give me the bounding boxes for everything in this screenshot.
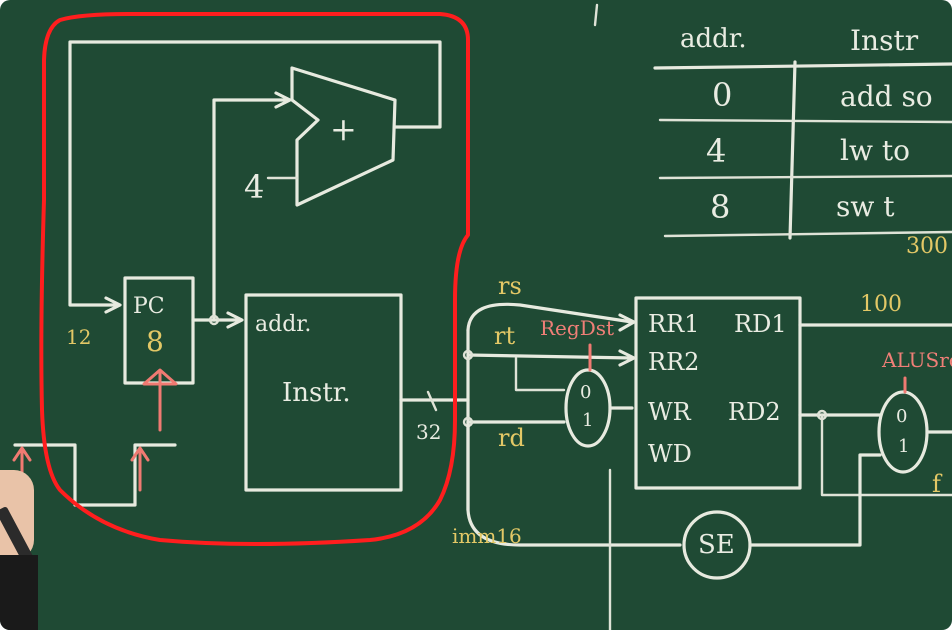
rd2-branch: [820, 413, 952, 497]
red-highlight-outline: [39, 12, 470, 546]
rf-wd-label: WD: [648, 440, 692, 468]
rd-label: rd: [498, 424, 525, 452]
imm-label: imm16: [452, 524, 522, 548]
top-tick: [593, 3, 599, 27]
rt-junction-dot: [462, 349, 474, 361]
pc-feedback-wire: [68, 40, 442, 307]
rd1-note-label: 100: [860, 292, 902, 317]
table-row-addr: 4: [706, 132, 727, 170]
rt-to-mux-wire: [514, 356, 566, 392]
table-header-rule: [653, 62, 952, 70]
table-header-instr: Instr: [850, 24, 919, 57]
imem-addr-label: addr.: [255, 312, 312, 337]
pc-junction-dot: [208, 314, 220, 326]
adder-plus-label: +: [330, 110, 357, 148]
clock-waveform: [13, 443, 177, 507]
imm-wire: [466, 420, 682, 547]
regdst-label: RegDst: [540, 316, 615, 340]
pc-to-adder-arrowhead: [274, 91, 292, 109]
rt-arrowhead: [618, 349, 636, 367]
se-to-mux-wire: [748, 453, 882, 547]
rt-wire: [466, 353, 634, 360]
rs-wire: [466, 302, 634, 332]
mux1-top-label: 0: [580, 382, 592, 403]
mux1-bottom-label: 1: [582, 410, 594, 431]
pc-label: PC: [133, 294, 165, 319]
alusrc-mux: [877, 390, 929, 474]
bus-width-label: 32: [416, 420, 442, 444]
table-row-rule-2: [658, 174, 952, 180]
rs-label: rs: [498, 272, 522, 300]
rf-rd1-label: RD1: [734, 310, 787, 338]
rf-rr2-label: RR2: [648, 348, 700, 376]
imem-box: [244, 293, 403, 492]
pc-to-imem-arrowhead: [226, 311, 244, 329]
table-column-rule: [788, 60, 797, 240]
clock-arrow: [142, 368, 178, 432]
rt-label: rt: [494, 322, 516, 350]
pc-input-value: 12: [66, 325, 92, 349]
table-row-addr: 8: [710, 188, 731, 226]
pc-feedback-arrowhead: [104, 296, 122, 314]
rf-rr1-label: RR1: [648, 310, 700, 338]
table-header-addr: addr.: [680, 24, 747, 54]
table-row-rule-1: [658, 118, 952, 124]
table-row-instr: sw t: [836, 190, 895, 223]
bus-slash: [426, 390, 438, 412]
alusrc-label: ALUSrc: [882, 348, 952, 372]
table-row-rule-3: [663, 230, 952, 238]
adder-const-label: 4: [244, 168, 265, 206]
table-note: 300: [906, 234, 948, 259]
register-file-box: [634, 296, 802, 490]
pc-value: 8: [146, 325, 164, 358]
table-row-instr: lw to: [840, 134, 910, 167]
presenter-sleeve: [0, 555, 38, 630]
table-row-instr: add so: [840, 80, 933, 113]
mux2-top-label: 0: [896, 406, 908, 427]
sign-extend-label: SE: [698, 530, 735, 560]
mux2-note-label: f: [932, 470, 941, 498]
adder-shape: [290, 66, 397, 207]
pc-to-adder-wire: [212, 98, 290, 322]
clock-edge-arrow-2: [130, 446, 150, 492]
rs-arrowhead: [618, 313, 636, 332]
imem-instr-label: Instr.: [282, 378, 351, 408]
rf-rd2-label: RD2: [728, 398, 781, 426]
table-row-addr: 0: [712, 76, 733, 114]
rf-wr-label: WR: [648, 398, 691, 426]
mux2-bottom-label: 1: [898, 436, 910, 457]
